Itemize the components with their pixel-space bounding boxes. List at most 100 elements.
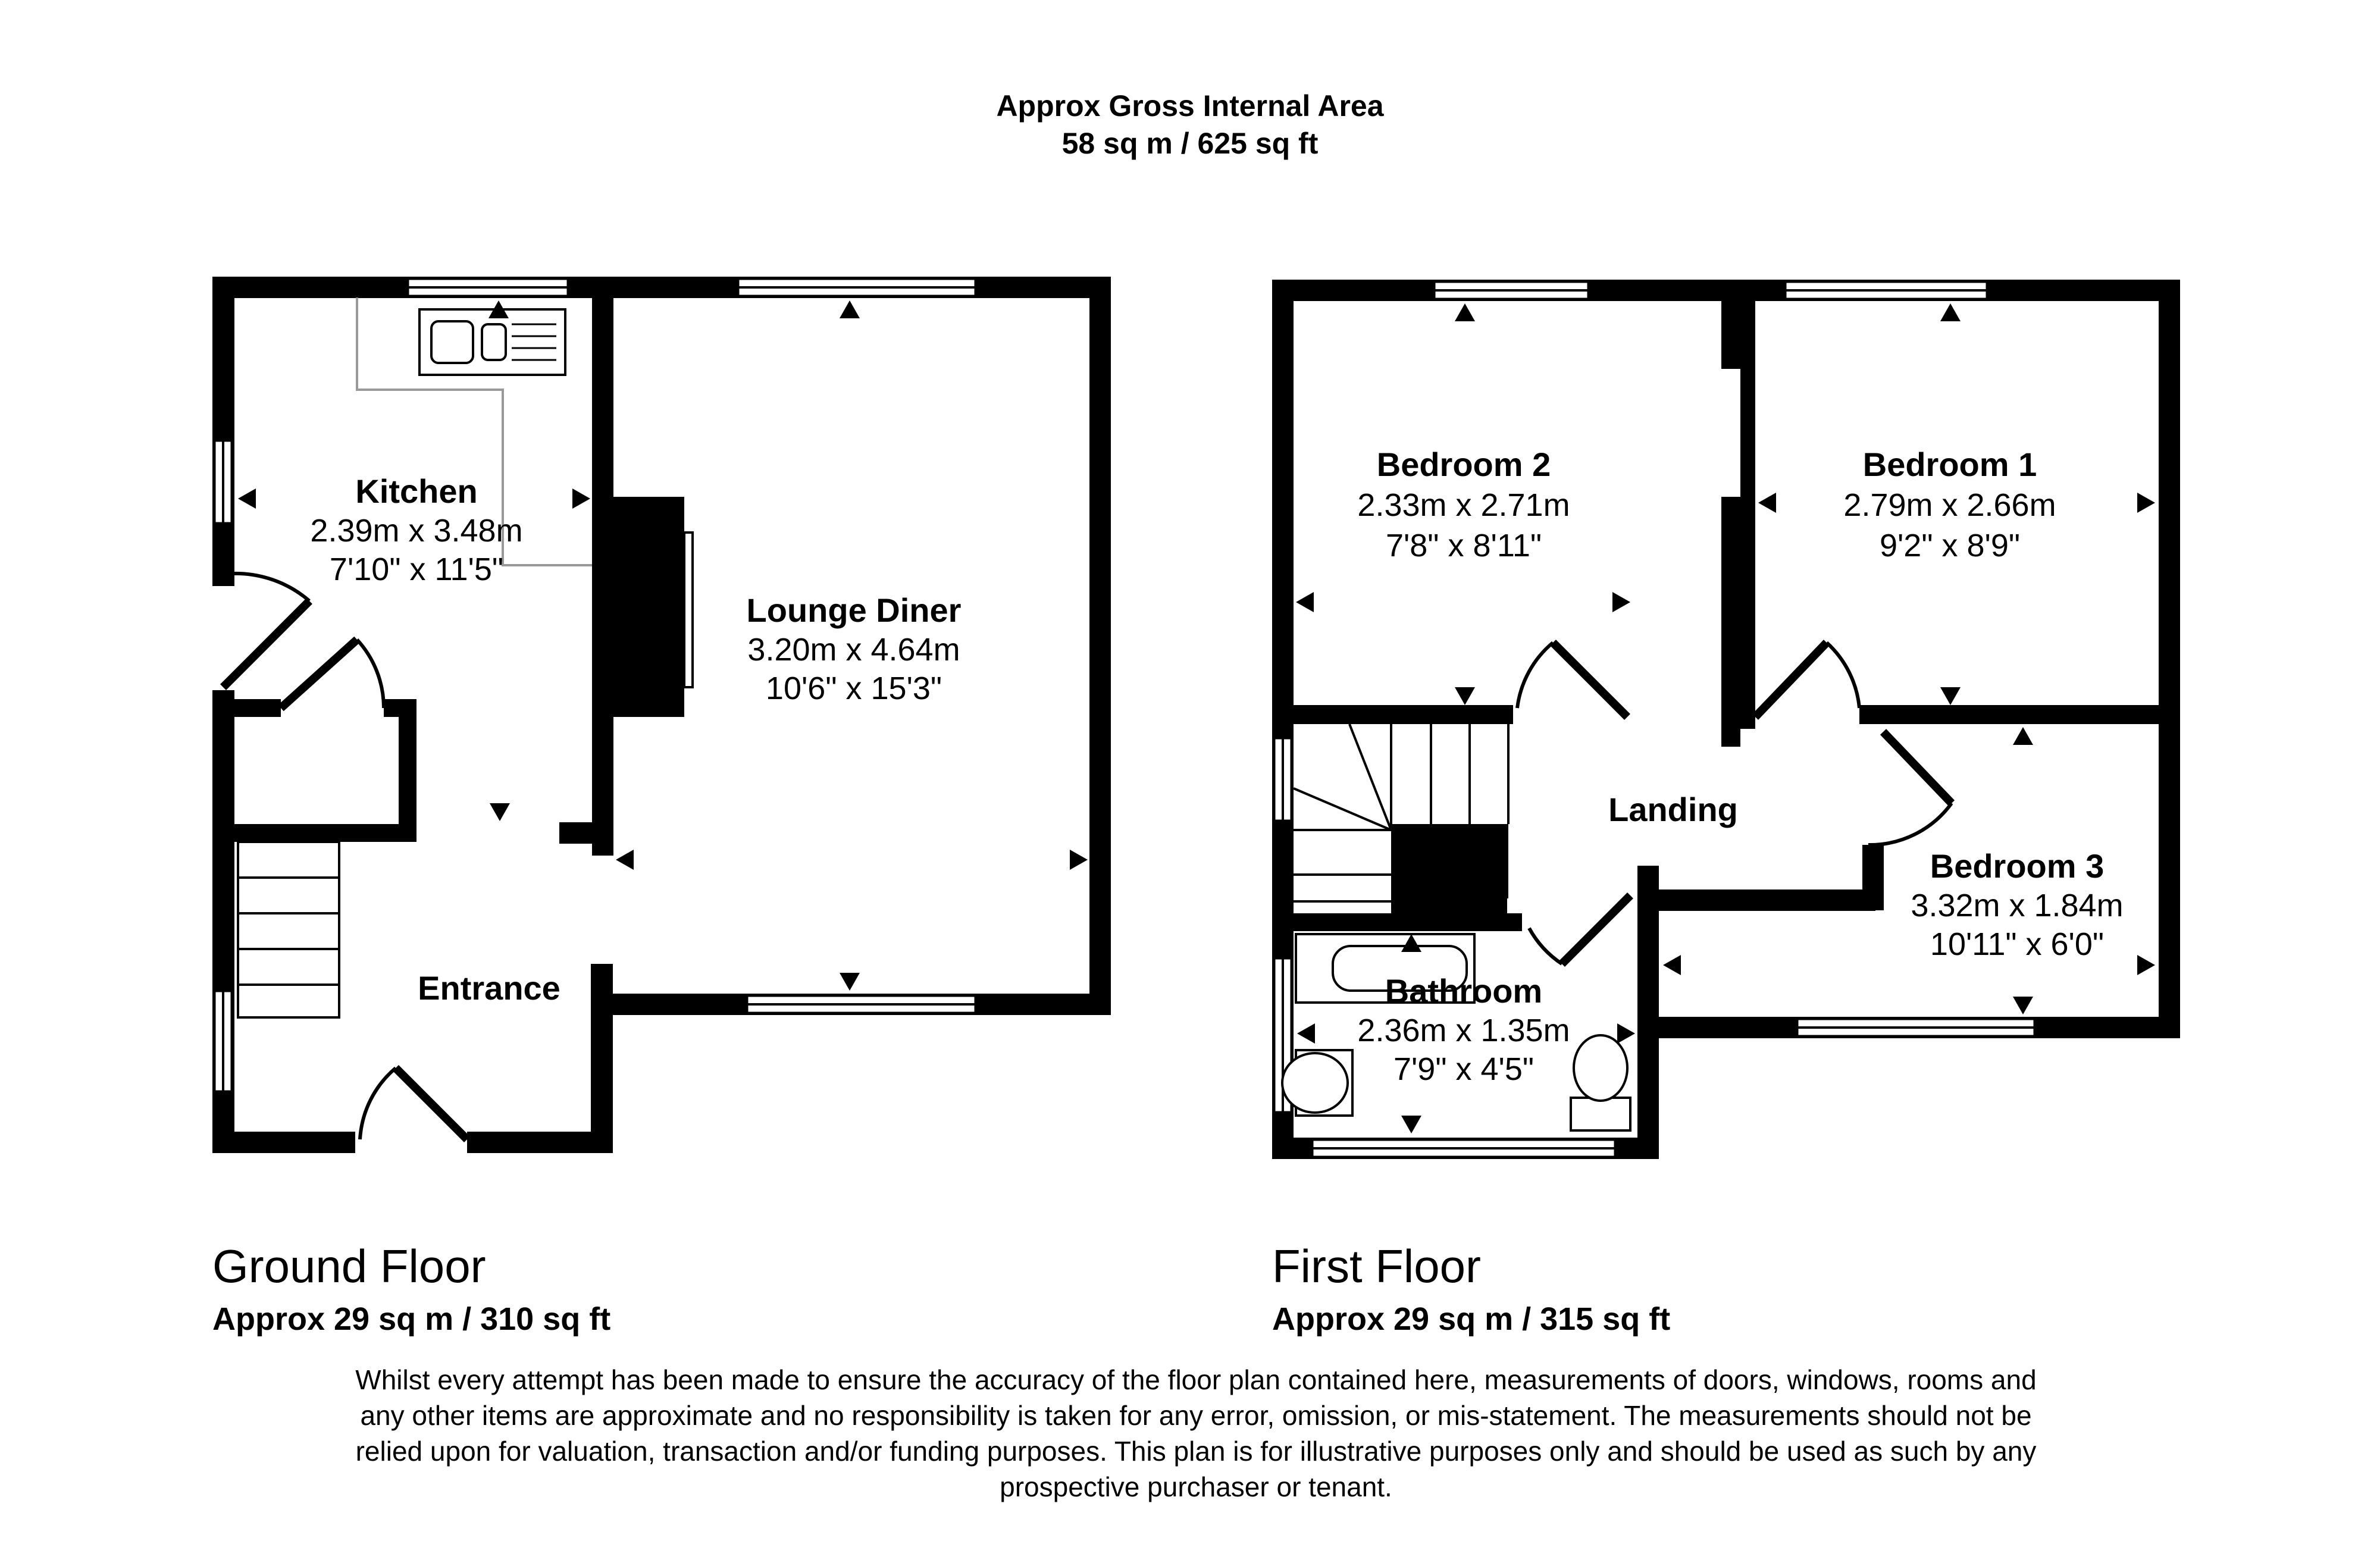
room-label-bathroom: Bathroom [1385, 972, 1542, 1010]
wall [212, 824, 416, 842]
disclaimer-line: prospective purchaser or tenant. [1000, 1471, 1392, 1502]
gross-area-title: Approx Gross Internal Area [996, 89, 1384, 123]
window [1272, 736, 1294, 823]
arrow-icon [2013, 727, 2033, 745]
window [212, 439, 234, 525]
door [358, 1065, 470, 1142]
door [1527, 892, 1633, 967]
bath-icon [1295, 933, 1476, 1004]
chimney-breast [1731, 497, 1752, 723]
arrow-icon [572, 488, 590, 509]
window [406, 277, 570, 298]
wall [1272, 913, 1522, 931]
wall [559, 822, 595, 844]
arrow-icon [1758, 493, 1776, 513]
wall [592, 277, 613, 854]
wall [467, 1132, 613, 1153]
arrow-icon [1297, 1023, 1315, 1044]
arrow-icon [1663, 955, 1681, 975]
room-imperial-bedroom-2: 7'8" x 8'11" [1386, 528, 1542, 563]
door [278, 636, 386, 712]
arrow-icon [1455, 687, 1475, 705]
arrow-icon [1070, 850, 1088, 870]
arrow-icon [490, 803, 510, 821]
arrow-icon [2137, 493, 2155, 513]
arrow-icon [1296, 592, 1314, 612]
window [1783, 280, 1989, 301]
wall [1740, 280, 1755, 512]
basin-icon [1281, 1049, 1354, 1117]
first-floor-area: Approx 29 sq m / 315 sq ft [1272, 1301, 1670, 1337]
window [1795, 1017, 2037, 1038]
wall [1089, 277, 1111, 1015]
arrow-icon [1617, 1023, 1635, 1044]
window [212, 989, 234, 1094]
wall [1391, 824, 1507, 925]
arrow-icon [616, 850, 634, 870]
disclaimer-line: any other items are approximate and no r… [360, 1400, 2031, 1431]
room-label-bedroom-2: Bedroom 2 [1377, 446, 1551, 483]
door [1752, 640, 1861, 720]
wall [399, 699, 416, 842]
room-imperial-bedroom-3: 10'11" x 6'0" [1930, 926, 2104, 962]
wall [592, 826, 613, 856]
wall [1496, 824, 1508, 898]
room-label-kitchen: Kitchen [355, 472, 477, 510]
room-imperial-bathroom: 7'9" x 4'5" [1393, 1051, 1534, 1087]
arrow-icon [1401, 1116, 1421, 1133]
wall [1862, 845, 1884, 910]
arrow-icon [2137, 955, 2155, 975]
arrow-icon [238, 488, 256, 509]
staircase [1293, 723, 1510, 903]
ground-floor-plan: Kitchen 2.39m x 3.48m 7'10" x 11'5" Loun… [212, 277, 1111, 1153]
staircase [237, 841, 340, 1019]
room-imperial-kitchen: 7'10" x 11'5" [330, 552, 503, 587]
door [1868, 729, 1955, 847]
wall [212, 277, 234, 586]
hearth [683, 531, 694, 688]
room-label-entrance: Entrance [418, 969, 560, 1007]
first-floor-plan: Bedroom 2 2.33m x 2.71m 7'8" x 8'11" Bed… [1272, 280, 2180, 1159]
room-metric-kitchen: 2.39m x 3.48m [310, 513, 522, 549]
wall [2159, 280, 2180, 1038]
gross-area-value: 58 sq m / 625 sq ft [1062, 127, 1319, 160]
room-label-bedroom-3: Bedroom 3 [1930, 847, 2105, 885]
toilet-icon [1570, 1034, 1631, 1132]
wall [212, 699, 281, 717]
arrow-icon [1401, 934, 1421, 952]
ground-floor-title: Ground Floor [212, 1240, 486, 1292]
room-imperial-lounge-diner: 10'6" x 15'3" [766, 671, 942, 706]
disclaimer-line: Whilst every attempt has been made to en… [355, 1364, 2036, 1395]
room-metric-bathroom: 2.36m x 1.35m [1357, 1013, 1570, 1048]
arrow-icon [1612, 592, 1630, 612]
arrow-icon [488, 300, 509, 318]
room-imperial-bedroom-1: 9'2" x 8'9" [1880, 528, 2020, 563]
room-metric-lounge-diner: 3.20m x 4.64m [747, 632, 960, 668]
sink-icon [418, 308, 566, 376]
room-metric-bedroom-3: 3.32m x 1.84m [1911, 888, 2123, 923]
arrow-icon [840, 973, 860, 991]
window [736, 277, 978, 298]
window [1432, 280, 1590, 301]
wall [1637, 889, 1875, 911]
wall [1272, 705, 1513, 724]
arrow-icon [1455, 303, 1475, 321]
disclaimer-line: relied upon for valuation, transaction a… [356, 1436, 2037, 1467]
door [220, 571, 312, 690]
first-floor-title: First Floor [1272, 1240, 1481, 1292]
door [1515, 640, 1630, 720]
kitchen-worktop [356, 297, 592, 566]
wall [212, 1132, 355, 1153]
chimney-breast [613, 497, 684, 717]
arrow-icon [840, 300, 860, 318]
arrow-icon [1940, 687, 1961, 705]
disclaimer: Whilst every attempt has been made to en… [355, 1364, 2036, 1502]
arrow-icon [1940, 303, 1961, 321]
wall [591, 964, 613, 1153]
wall [1721, 280, 1740, 369]
arrow-icon [2013, 997, 2033, 1014]
room-metric-bedroom-1: 2.79m x 2.66m [1843, 487, 2056, 523]
wall [1859, 705, 2180, 724]
room-metric-bedroom-2: 2.33m x 2.71m [1357, 487, 1570, 523]
